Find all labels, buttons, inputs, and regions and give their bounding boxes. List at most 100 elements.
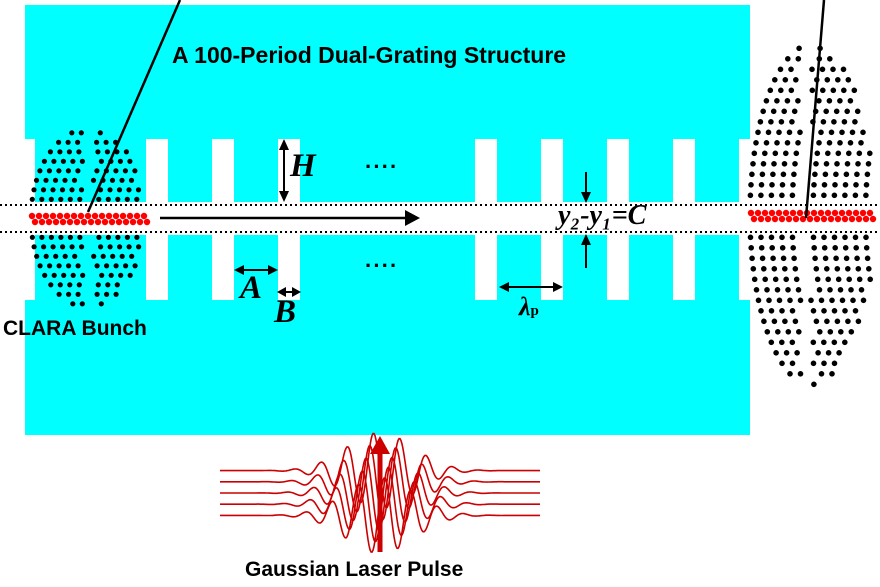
particle-dot <box>46 168 53 174</box>
particle-dot <box>818 297 825 304</box>
particle-dot <box>790 182 796 188</box>
particle-dot <box>753 287 760 293</box>
particle-dot <box>772 276 779 283</box>
particle-dot <box>855 215 863 223</box>
particle-dot <box>841 87 847 94</box>
particle-dot <box>94 168 100 174</box>
particle-dot <box>110 253 116 259</box>
particle-dot <box>858 140 864 146</box>
particle-dot <box>758 308 764 314</box>
particle-dot <box>76 282 82 288</box>
particle-dot <box>98 212 106 220</box>
particle-dot <box>847 98 854 104</box>
particle-dot <box>821 339 827 346</box>
particle-dot <box>755 297 762 304</box>
particle-dot <box>806 215 814 223</box>
particle-dot <box>845 318 851 325</box>
particle-dot <box>779 308 785 314</box>
particle-dot <box>852 119 858 125</box>
particle-dot <box>782 77 789 83</box>
ellipsis-top: ···· <box>365 154 399 179</box>
particle-dot <box>842 245 849 251</box>
period-arrow <box>499 282 563 292</box>
particle-dot <box>779 360 785 367</box>
particle-dot <box>831 209 839 217</box>
particle-dot <box>72 253 78 259</box>
particle-dot <box>785 215 793 223</box>
particle-dot <box>70 212 78 220</box>
particle-dot <box>796 209 804 217</box>
particle-dot <box>67 196 73 202</box>
particle-dot <box>758 182 765 188</box>
particle-dot <box>104 149 110 155</box>
particle-dot <box>864 171 871 178</box>
particle-dot <box>821 245 828 251</box>
label-h: H <box>290 148 316 184</box>
particle-dot <box>854 108 861 115</box>
particle-dot <box>867 150 873 157</box>
particle-dot <box>70 272 76 278</box>
particle-dot <box>41 158 48 164</box>
particle-dot <box>834 215 842 223</box>
particle-dot <box>789 234 796 241</box>
particle-dot <box>759 171 766 178</box>
particle-dot <box>791 108 798 115</box>
particle-dot <box>781 108 787 115</box>
particle-dot <box>842 234 848 241</box>
particle-dot <box>813 215 821 223</box>
particle-dot <box>56 168 62 174</box>
particle-dot <box>751 276 758 283</box>
particle-dot <box>847 140 854 146</box>
label-laser-pulse: Gaussian Laser Pulse <box>245 558 464 581</box>
particle-dot <box>51 158 57 164</box>
particle-dot <box>780 255 787 262</box>
particle-dot <box>753 140 759 146</box>
particle-dot <box>31 187 37 193</box>
particle-dot <box>860 129 866 136</box>
slot <box>607 235 629 300</box>
slot <box>673 139 695 202</box>
grating-structure <box>25 5 750 435</box>
particle-dot <box>773 350 779 356</box>
particle-dot <box>61 272 67 278</box>
particle-dot <box>785 329 792 335</box>
particle-dot <box>788 87 795 94</box>
particle-dot <box>790 245 796 251</box>
particle-dot <box>761 209 769 217</box>
particle-dot <box>771 161 777 167</box>
particle-dot <box>65 168 71 174</box>
particle-dot <box>765 129 772 136</box>
particle-dot <box>783 350 790 356</box>
particle-dot <box>760 161 767 167</box>
particle-dot <box>105 212 113 220</box>
particle-dot <box>62 253 68 259</box>
particle-dot <box>820 119 827 125</box>
particle-dot <box>109 177 116 183</box>
particle-dot <box>789 308 796 314</box>
slot <box>541 139 563 202</box>
particle-dot <box>810 339 817 346</box>
particle-dot <box>56 263 62 269</box>
particle-dot <box>760 108 766 115</box>
particle-dot <box>852 234 859 241</box>
particle-dot <box>771 318 778 325</box>
particle-dot <box>60 244 66 250</box>
particle-dot <box>787 371 793 377</box>
particle-dot <box>73 218 81 226</box>
particle-dot <box>763 140 770 146</box>
particle-dot <box>70 301 76 307</box>
particle-dot <box>814 150 821 157</box>
particle-dot <box>853 245 859 251</box>
particle-dot <box>66 218 74 226</box>
particle-dot <box>813 266 820 272</box>
label-clara-bunch: CLARA Bunch <box>3 317 147 340</box>
particle-dot <box>749 171 755 178</box>
particle-dot <box>67 234 73 240</box>
particle-dot <box>49 212 57 220</box>
particle-dot <box>751 150 758 157</box>
particle-dot <box>747 209 755 217</box>
particle-dot <box>101 218 109 226</box>
particle-dot <box>834 161 840 167</box>
particle-dot <box>758 234 764 241</box>
particle-dot <box>831 308 838 314</box>
